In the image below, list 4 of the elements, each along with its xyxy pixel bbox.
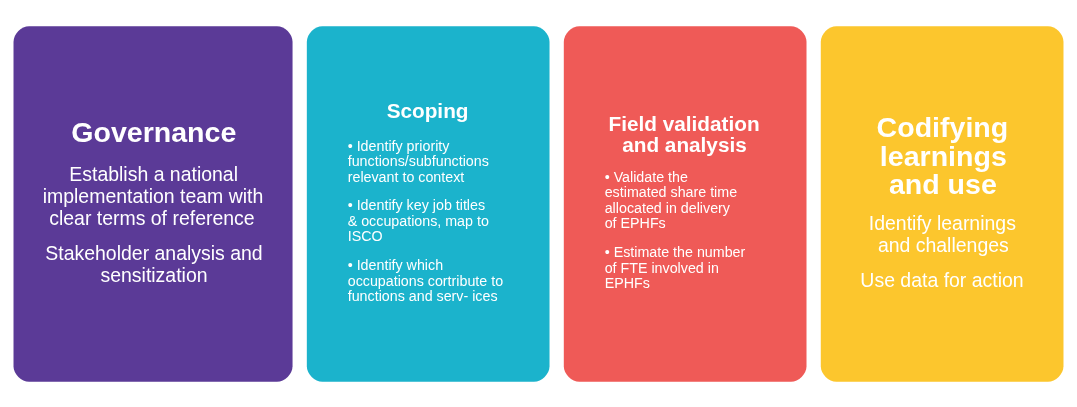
node-box: Scoping • Identify priority functions/subfunctions relevant to context • Identify key job titles & occupations, map to ISCO • Identify which occupations cortribute to functions and serv- ices [306,25,550,382]
node-box: Governance Establish a national implementation team with clear terms of reference Stakeholder analysis and sensitization [13,25,293,382]
node-box: Codifying learnings and use Identify learnings and challenges Use data for action [820,25,1064,382]
node-box: Field validation and analysis • Validate the estimated share time allocated in delivery of EPHFs • Estimate the number of FTE involved in EPHFs [563,25,807,382]
